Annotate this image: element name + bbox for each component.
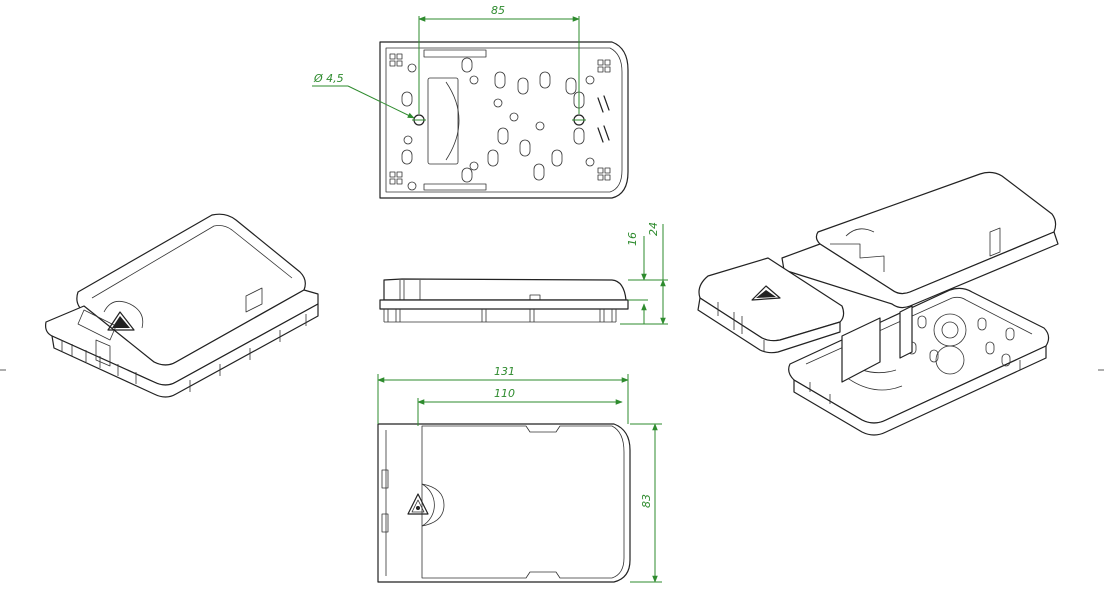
dimension-heights: 16 24 <box>620 222 668 325</box>
depth-cover-label: 16 <box>626 232 639 246</box>
width-total-label: 83 <box>640 494 653 508</box>
dimension-85: 85 <box>418 4 580 114</box>
top-view <box>379 41 629 199</box>
dimension-85-label: 85 <box>491 4 505 17</box>
exploded-view <box>697 171 1059 436</box>
hole-diameter-label: Ø 4,5 <box>313 72 344 85</box>
isometric-closed-box <box>45 213 319 398</box>
bottom-view <box>377 423 631 583</box>
dimension-lengths: 131 110 83 <box>377 365 662 583</box>
warning-triangle-icon <box>751 285 781 301</box>
warning-triangle-icon <box>107 311 135 331</box>
dimension-hole-diameter: Ø 4,5 <box>312 72 415 119</box>
depth-total-label: 24 <box>647 222 660 236</box>
side-view <box>379 278 629 323</box>
length-total-label: 131 <box>494 365 515 378</box>
length-inner-label: 110 <box>494 387 515 400</box>
warning-triangle-icon <box>407 493 429 515</box>
